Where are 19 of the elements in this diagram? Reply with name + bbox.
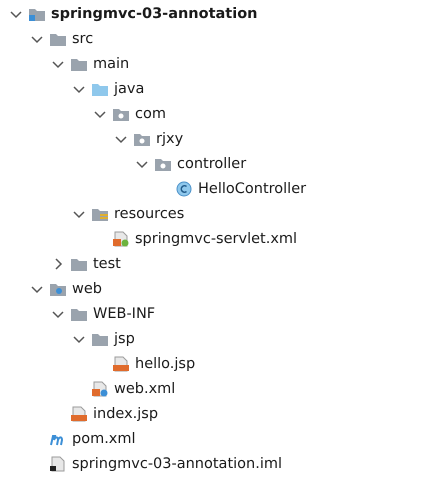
file-name: web.xml bbox=[114, 380, 176, 396]
folder-name: WEB-INF bbox=[93, 306, 156, 322]
folder-name: rjxy bbox=[156, 130, 184, 146]
folder-name: com bbox=[135, 106, 166, 122]
file-name: springmvc-03-annotation.iml bbox=[72, 456, 282, 472]
folder-name: controller bbox=[177, 156, 246, 172]
folder-name: main bbox=[93, 56, 130, 72]
folder-name: jsp bbox=[114, 330, 135, 346]
folder-name: java bbox=[114, 80, 144, 96]
folder-name: resources bbox=[114, 206, 184, 222]
folder-name: web bbox=[72, 280, 102, 296]
folder-name: src bbox=[72, 30, 94, 46]
file-name: springmvc-servlet.xml bbox=[135, 230, 298, 246]
file-name: hello.jsp bbox=[135, 356, 196, 372]
folder-name: test bbox=[93, 256, 121, 272]
file-name: pom.xml bbox=[72, 430, 136, 446]
file-name: index.jsp bbox=[93, 406, 158, 422]
folder-name: springmvc-03-annotation bbox=[51, 6, 258, 22]
file-name: HelloController bbox=[198, 180, 306, 196]
